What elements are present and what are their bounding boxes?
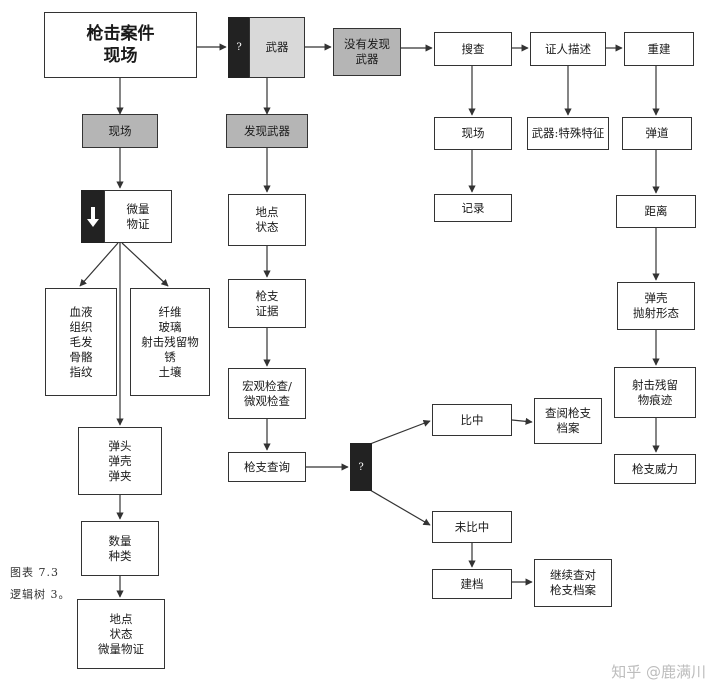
edge-decision-to-match [369,419,431,445]
node-location-state: 地点 状态 [228,194,306,246]
node-witness-description: 证人描述 [530,32,606,66]
node-weapon-features: 武器:特殊特征 [527,117,609,150]
node-trajectory: 弹道 [622,117,692,150]
edge-decision-to-nomatch [369,489,431,526]
node-gun-case-scene: 枪击案件 现场 [44,12,197,78]
node-gsr-traces: 射击残留 物痕迹 [614,367,696,418]
edge-micro-to-bio [79,242,119,287]
node-continue-check: 继续查对 枪支档案 [534,559,612,607]
figure-caption: 图表 7.3 逻辑树 3。 [10,566,71,601]
query-decision-marker: ? [350,443,372,491]
node-weapon: 武器 [249,17,305,78]
watermark: 知乎 @鹿满川 [611,663,706,681]
node-match: 比中 [432,404,512,436]
node-search-scene: 现场 [434,117,512,150]
node-reconstruction: 重建 [624,32,694,66]
node-bio-evidence-list: 血液 组织 毛发 骨骼 指纹 [45,288,117,396]
down-arrow-glyph [87,206,99,227]
node-quantity-type: 数量 种类 [81,521,159,576]
node-scene: 现场 [82,114,158,148]
down-arrow-icon [81,190,105,243]
edge-micro-to-trace [121,242,169,287]
node-consult-archive: 查阅枪支 档案 [534,398,602,444]
node-gun-query: 枪支查询 [228,452,306,482]
weapon-decision-marker: ? [228,17,250,78]
node-casing-ejection: 弹壳 抛射形态 [617,282,695,330]
node-file-record: 建档 [432,569,512,599]
node-bullet-casing-magazine: 弹头 弹壳 弹夹 [78,427,162,495]
node-weapon-not-found: 没有发现 武器 [333,28,401,76]
node-location-state-trace: 地点 状态 微量物证 [77,599,165,669]
node-macro-micro-exam: 宏观检查/ 微观检查 [228,368,306,419]
node-distance: 距离 [616,195,696,228]
node-record: 记录 [434,194,512,222]
node-micro-evidence: 微量 物证 [104,190,172,243]
node-search: 搜查 [434,32,512,66]
node-weapon-found: 发现武器 [226,114,308,148]
edge-match-to-archive [511,417,533,425]
node-trace-evidence-list: 纤维 玻璃 射击残留物 锈 土壤 [130,288,210,396]
node-gun-evidence: 枪支 证据 [228,279,306,328]
node-gun-power: 枪支威力 [614,454,696,484]
node-no-match: 未比中 [432,511,512,543]
